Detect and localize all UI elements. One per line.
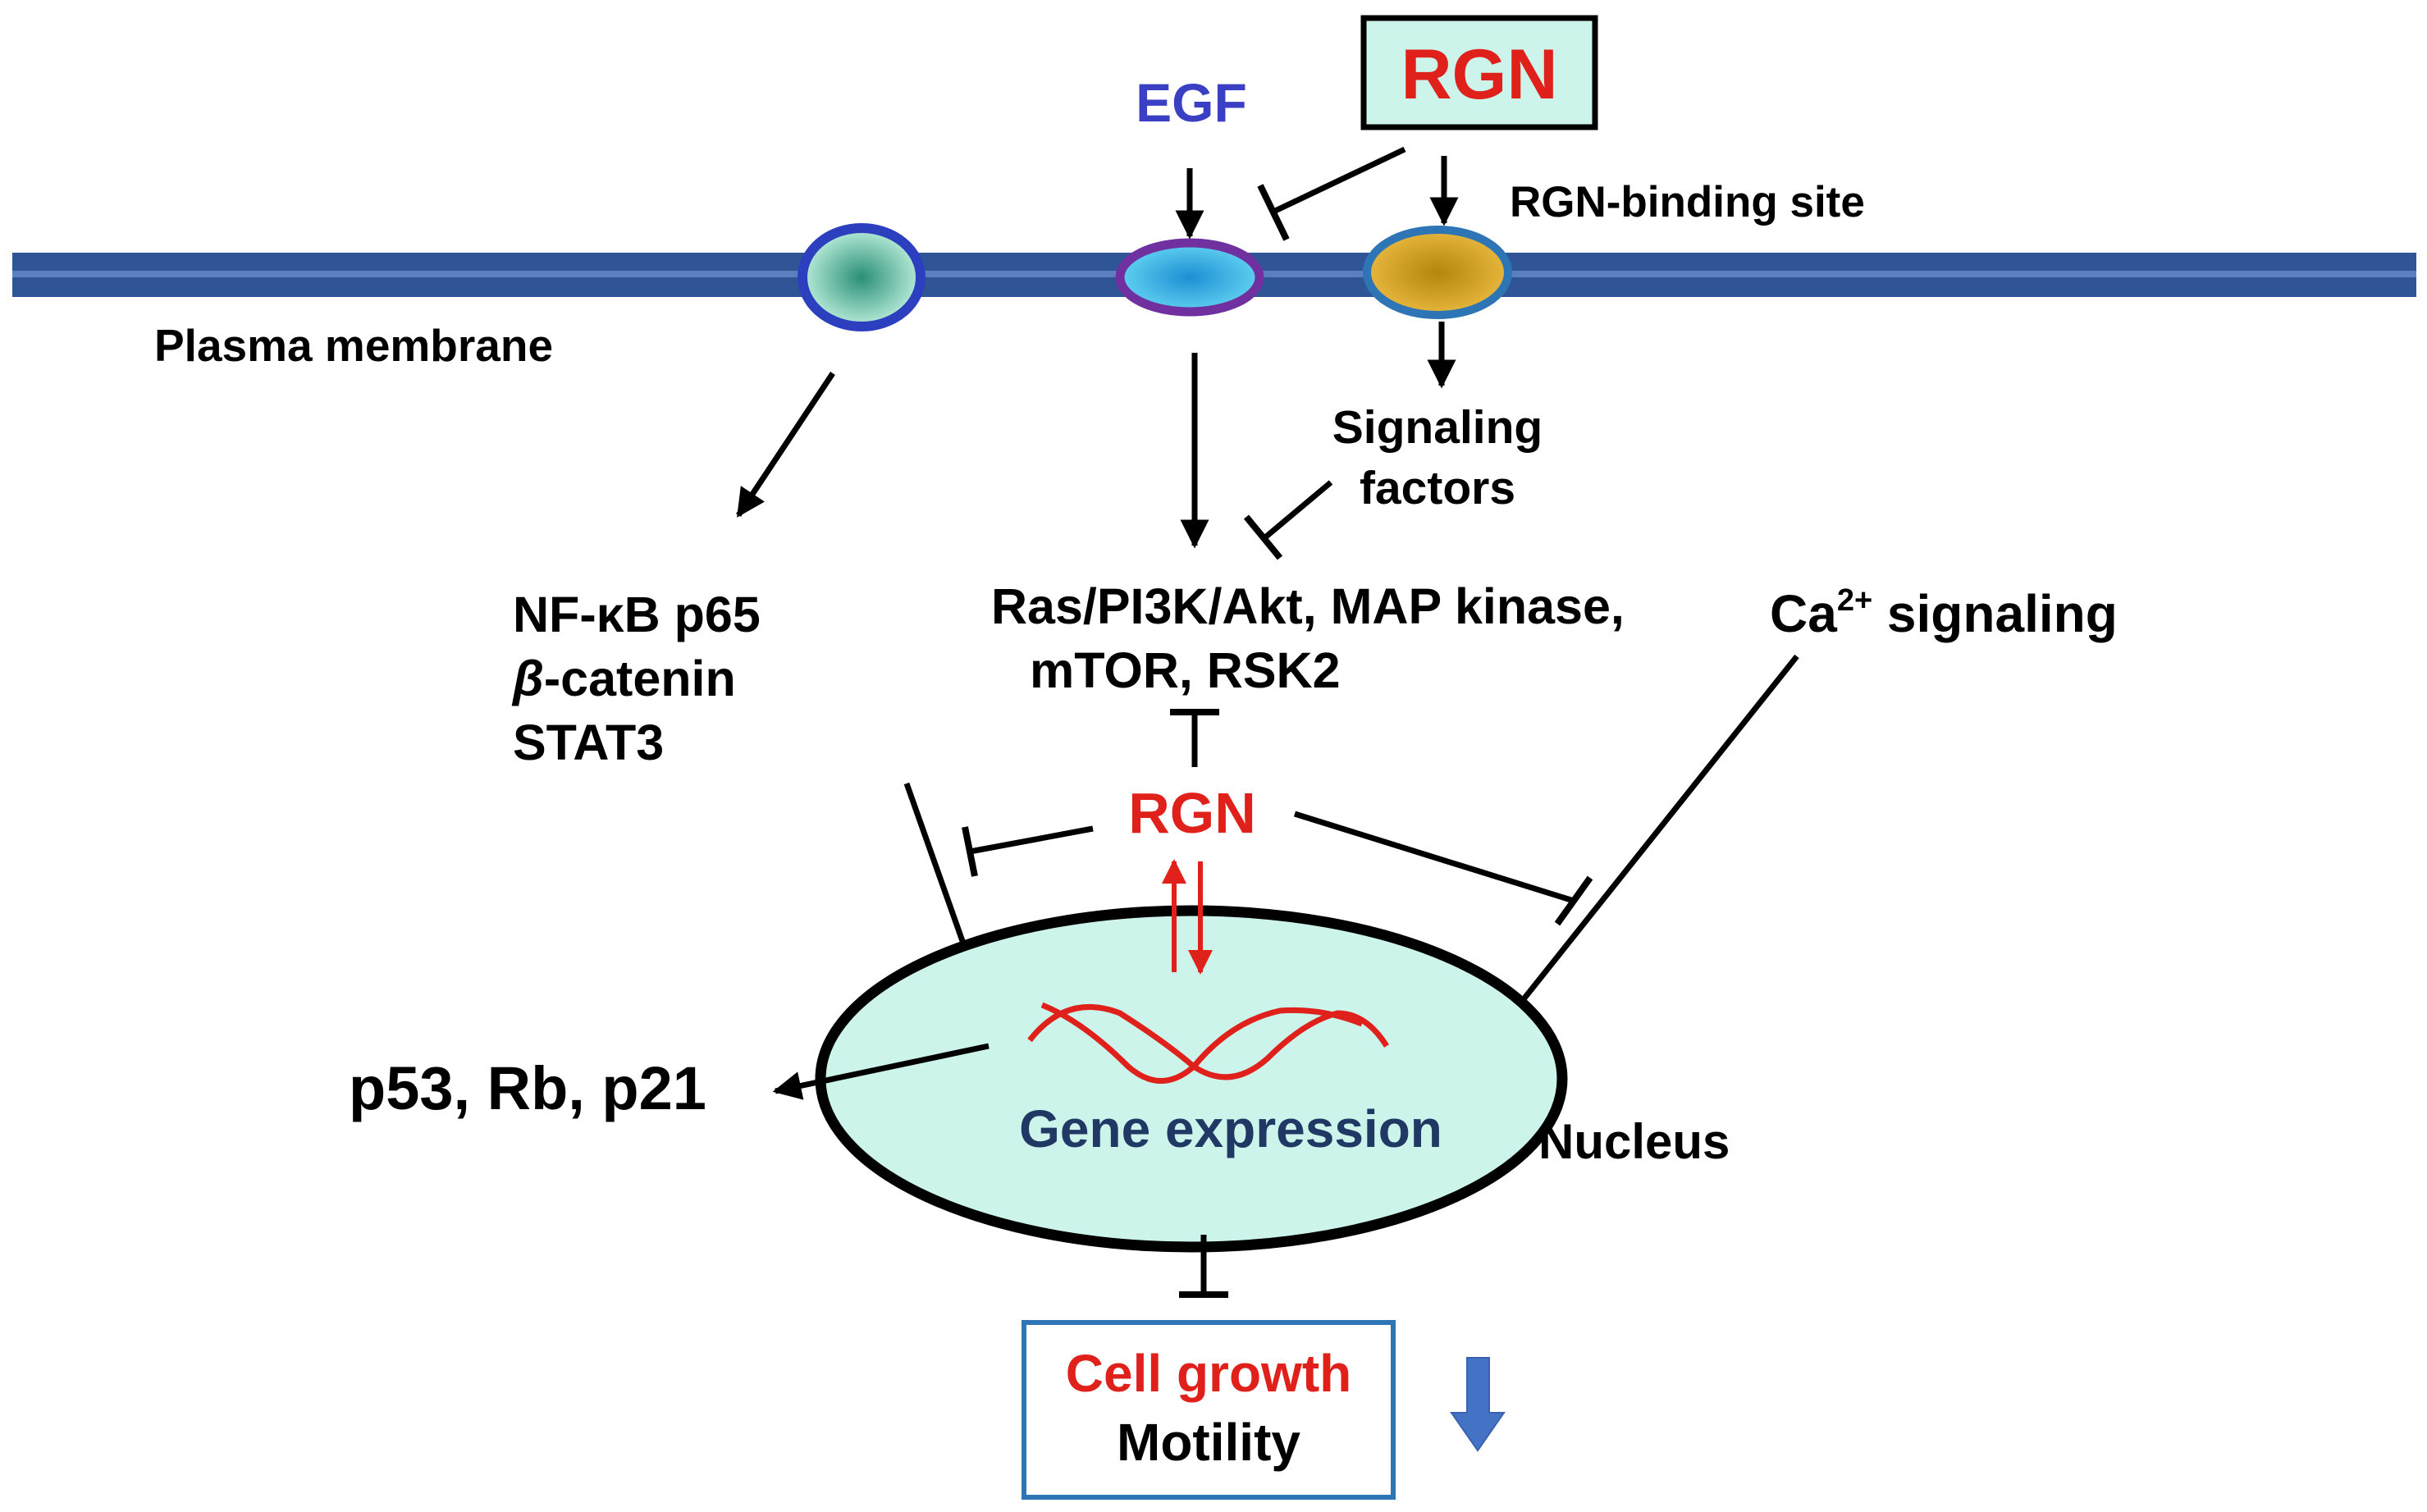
- nucleus-label: Nucleus: [1538, 1114, 1730, 1169]
- dna-icon: [1027, 1002, 1389, 1084]
- decrease-arrow-icon: [1450, 1357, 1506, 1452]
- rgn-inhibits-tf-path: [962, 825, 1094, 877]
- signaling-factors-line2: factors: [1360, 462, 1515, 514]
- outcome-motility: Motility: [1117, 1413, 1300, 1472]
- rgn-inhibits-egf-receptor: [1257, 146, 1406, 241]
- rgn-top-label: RGN: [1401, 35, 1557, 114]
- rgn-inhibits-calcium-path: [1293, 811, 1593, 926]
- rgn-top-box: [1360, 15, 1598, 130]
- kinases-line1: Ras/PI3K/Akt, MAP kinase,: [991, 578, 1625, 634]
- calcium-signaling-label: Ca2+ signaling: [1770, 583, 2118, 643]
- rgn-center-label: RGN: [1128, 781, 1256, 845]
- binding-site-label: RGN-binding site: [1510, 178, 1865, 226]
- nucleus: [815, 905, 1568, 1253]
- egf-label: EGF: [1136, 72, 1247, 133]
- receptor-1: [798, 223, 926, 331]
- membrane-label: Plasma membrane: [154, 320, 553, 371]
- rgn-binding-receptor: [1363, 226, 1512, 319]
- calcium-to-nucleus-arrow: [1495, 654, 1799, 1035]
- outcome-box: [1022, 1320, 1396, 1500]
- rgn-inhibits-kinases: [1170, 709, 1219, 767]
- regulators-label: p53, Rb, p21: [349, 1054, 706, 1122]
- tf-line1: NF-κB p65: [513, 587, 761, 642]
- egf-receptor: [1115, 238, 1264, 317]
- nucleus-to-regulators-arrow: [772, 1043, 990, 1100]
- factors-inhibit-kinases: [1243, 480, 1333, 560]
- receptor-to-tf-arrow: [736, 372, 835, 518]
- tf-line3: STAT3: [513, 715, 664, 770]
- nucleus-inhibits-outcome: [1179, 1235, 1228, 1298]
- signaling-factors-line1: Signaling: [1332, 401, 1543, 454]
- gene-expression-label: Gene expression: [1019, 1099, 1442, 1158]
- tf-line2: β-catenin: [511, 651, 736, 706]
- outcome-cell-growth: Cell growth: [1066, 1344, 1351, 1403]
- kinases-line2: mTOR, RSK2: [1030, 642, 1341, 698]
